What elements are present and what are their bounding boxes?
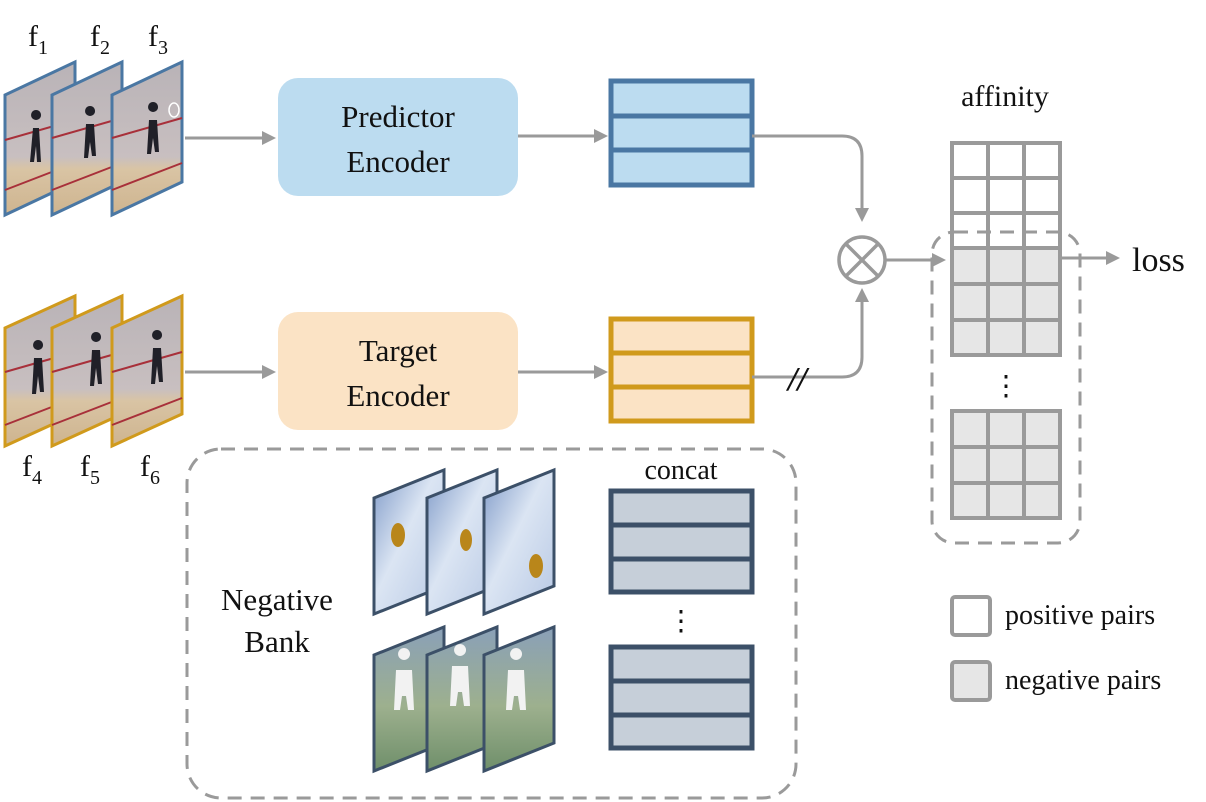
legend: positive pairs negative pairs bbox=[950, 595, 1161, 702]
affinity-negative-block-1 bbox=[950, 246, 1062, 357]
arrow-otimes-to-affinity bbox=[885, 253, 946, 267]
boxing-frame-2 bbox=[425, 624, 499, 774]
predictor-frame-stack bbox=[3, 59, 184, 218]
frame-label-f1: f1 bbox=[28, 20, 48, 59]
arrow-predictor-to-otimes bbox=[752, 134, 869, 222]
target-frame-stack bbox=[3, 293, 184, 449]
predictor-encoder-label-line2: Encoder bbox=[346, 144, 450, 179]
frame-label-f3: f3 bbox=[148, 20, 168, 59]
otimes-icon bbox=[837, 235, 887, 285]
legend-negative: negative pairs bbox=[950, 660, 1161, 702]
predictor-frame-3 bbox=[110, 59, 184, 218]
negative-bank-snow-frames bbox=[372, 467, 556, 617]
legend-negative-label: negative pairs bbox=[1005, 665, 1161, 696]
target-encoder-label-line2: Encoder bbox=[346, 378, 450, 413]
predictor-feature-block bbox=[608, 78, 755, 188]
negative-bank-label-line2: Bank bbox=[244, 624, 310, 659]
arrow-frames-to-target bbox=[185, 365, 276, 379]
legend-positive-swatch bbox=[950, 595, 992, 637]
boxing-frame-3 bbox=[482, 624, 556, 774]
bank-feature-block-1 bbox=[608, 488, 755, 595]
negative-bank-dashed-region bbox=[185, 447, 798, 800]
stop-gradient-mark: // bbox=[785, 361, 810, 398]
negative-pairs-dashed-region bbox=[930, 230, 1082, 545]
bank-ellipsis: ⋮ bbox=[667, 606, 695, 637]
target-encoder: Target Encoder bbox=[278, 312, 518, 430]
affinity-matrix: ⋮ bbox=[930, 141, 1082, 545]
arrow-target-to-otimes bbox=[752, 288, 869, 379]
arrow-affinity-to-loss bbox=[1060, 251, 1120, 265]
legend-positive: positive pairs bbox=[950, 595, 1155, 637]
negative-bank-label-line1: Negative bbox=[221, 582, 333, 617]
predictor-encoder: Predictor Encoder bbox=[278, 78, 518, 196]
arrow-target-to-features bbox=[518, 365, 608, 379]
affinity-ellipsis: ⋮ bbox=[992, 371, 1020, 402]
frame-label-f2: f2 bbox=[90, 20, 110, 59]
affinity-label: affinity bbox=[961, 80, 1049, 113]
predictor-encoder-label-line1: Predictor bbox=[341, 99, 455, 134]
arrow-frames-to-predictor bbox=[185, 131, 276, 145]
affinity-negative-block-2 bbox=[950, 409, 1062, 520]
negative-bank-boxing-frames bbox=[372, 624, 556, 774]
legend-negative-swatch bbox=[950, 660, 992, 702]
snow-frame-3 bbox=[482, 467, 556, 617]
arrow-predictor-to-features bbox=[518, 129, 608, 143]
frame-label-f5: f5 bbox=[80, 450, 100, 489]
target-feature-block bbox=[608, 316, 755, 424]
frame-label-f6: f6 bbox=[140, 450, 160, 489]
loss-label: loss bbox=[1132, 242, 1185, 279]
target-encoder-label-line1: Target bbox=[359, 333, 438, 368]
frame-label-f4: f4 bbox=[22, 450, 42, 489]
bank-feature-block-2 bbox=[608, 644, 755, 751]
target-frame-6 bbox=[110, 293, 184, 449]
legend-positive-label: positive pairs bbox=[1005, 600, 1155, 631]
concat-label: concat bbox=[644, 455, 717, 486]
